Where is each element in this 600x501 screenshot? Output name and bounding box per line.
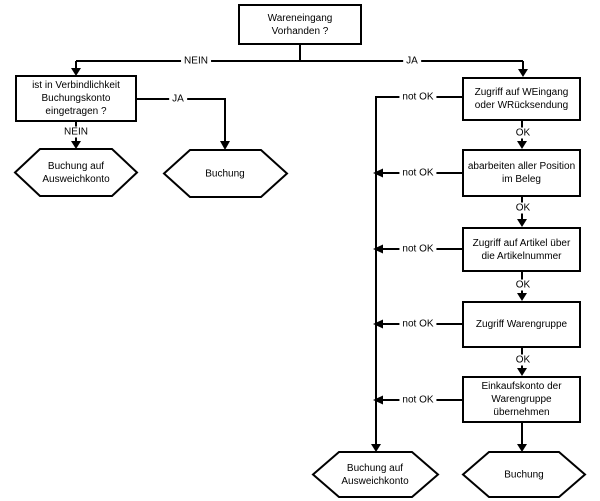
- hexagon-fallback-booking-left-label: Buchung auf Ausweichkonto: [42, 161, 110, 185]
- arrowhead-down-icon: [220, 141, 230, 150]
- arrowhead-down-icon: [71, 68, 81, 76]
- arrowhead-left-icon: [373, 244, 383, 254]
- edge-label-not-ok-3: not OK: [399, 243, 437, 255]
- arrowhead-down-icon: [517, 141, 527, 149]
- hexagon-booking-left-shape: [162, 149, 289, 198]
- node-einkaufskonto-uebernehmen: Einkaufskonto der Warengruppe übernehmen: [462, 376, 581, 423]
- arrowhead-left-icon: [373, 319, 383, 329]
- connector-lines: [75, 45, 524, 445]
- hexagon-fallback-booking-bottom-shape: [311, 451, 440, 498]
- arrowheads: [71, 68, 528, 452]
- edge-label-ja-left: JA: [169, 93, 187, 105]
- edge-label-nein-top: NEIN: [181, 55, 211, 67]
- arrowhead-down-icon: [517, 368, 527, 376]
- arrowhead-down-icon: [517, 293, 527, 301]
- arrowhead-left-icon: [373, 168, 383, 178]
- node-zugriff-artikel: Zugriff auf Artikel über die Artikelnumm…: [462, 227, 581, 272]
- edge-label-ok-4: OK: [512, 354, 534, 366]
- hexagon-fallback-booking-left-shape: [13, 148, 139, 197]
- node-verbindlichkeit-buchungskonto: ist in Verbindlichkeit Buchungskonto ein…: [15, 75, 137, 122]
- arrowhead-down-icon: [518, 69, 528, 77]
- arrowhead-left-icon: [373, 395, 383, 405]
- hexagon-fallback-booking-bottom-label: Buchung auf Ausweichkonto: [341, 463, 409, 487]
- node-zugriff-weingang: Zugriff auf WEingang oder WRücksendung: [462, 77, 581, 121]
- hexagon-shapes: [13, 148, 587, 498]
- edge-label-not-ok-4: not OK: [399, 318, 437, 330]
- arrowhead-down-icon: [517, 219, 527, 227]
- arrowhead-down-icon: [371, 444, 381, 452]
- edge-label-ok-3: OK: [512, 279, 534, 291]
- edge-label-ok-1: OK: [512, 127, 534, 139]
- edge-label-not-ok-5: not OK: [399, 394, 437, 406]
- arrowhead-down-icon: [71, 141, 81, 149]
- node-abarbeiten-positionen: abarbeiten aller Position im Beleg: [462, 149, 581, 197]
- edge-label-not-ok-1: not OK: [399, 91, 437, 103]
- edge-label-nein-left: NEIN: [61, 126, 91, 138]
- node-wareneingang-vorhanden: Wareneingang Vorhanden ?: [238, 4, 362, 45]
- arrowhead-down-icon: [517, 444, 527, 452]
- hexagon-booking-bottom-label: Buchung: [504, 469, 544, 481]
- hexagon-booking-left-label: Buchung: [205, 168, 245, 180]
- edge-label-not-ok-2: not OK: [399, 167, 437, 179]
- edge-label-ok-2: OK: [512, 202, 534, 214]
- edge-label-ja-top: JA: [403, 55, 421, 67]
- hexagon-booking-bottom-shape: [461, 451, 587, 498]
- node-zugriff-warengruppe: Zugriff Warengruppe: [462, 301, 581, 348]
